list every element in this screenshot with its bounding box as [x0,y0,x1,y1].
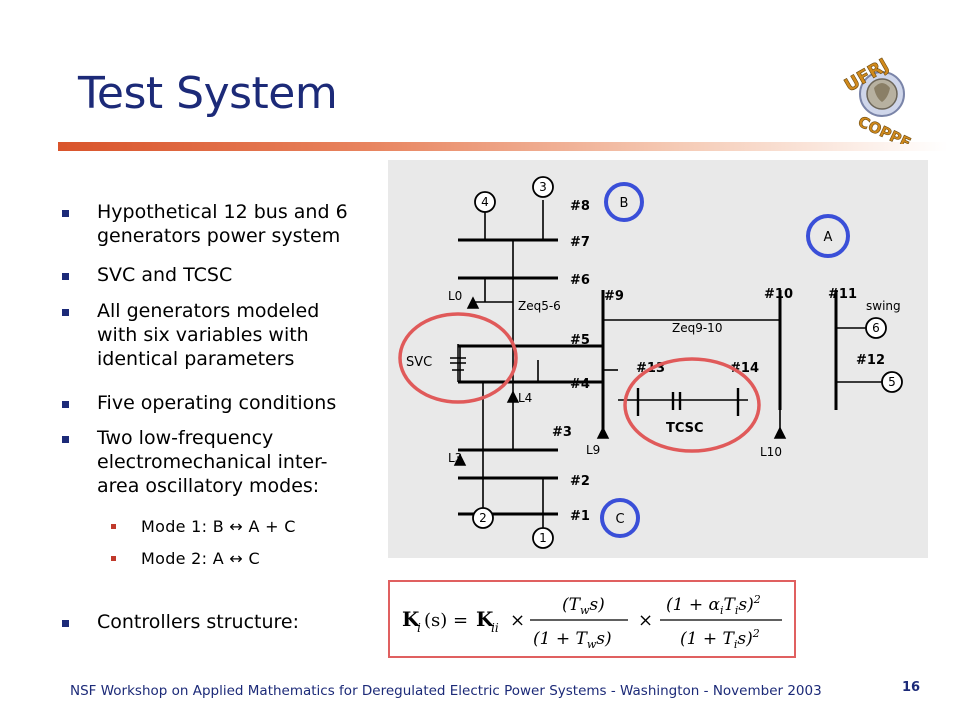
bus-label: #4 [570,377,590,392]
svg-text:(1 + Tis)2: (1 + Tis)2 [680,627,760,651]
branch-lines [459,200,884,528]
bullet-marker [62,401,69,408]
bus-label: #12 [856,353,885,368]
swing-label: swing [866,299,901,313]
bus-bars [458,238,838,516]
device-highlights [398,312,761,453]
bullet-text: SVC and TCSC [97,264,233,286]
generator-label: 1 [539,531,547,545]
device-labels: swing SVC TCSC Zeq5-6 Zeq9-10 L0 L3 L4 L… [406,289,901,465]
load-arrows [453,296,787,466]
area-circles [600,182,850,538]
bus-labels: #8 #7 #6 #9 #5 #4 #3 #2 #1 #10 #11 #12 #… [552,199,885,524]
sub-bullet-marker [111,524,116,529]
bullet-text: Two low-frequency electromechanical inte… [97,427,328,497]
tcsc-branch [636,388,740,416]
bus-label: #7 [570,235,590,250]
bus-label: #9 [604,289,624,304]
generator-label: 4 [481,195,489,209]
sub-bullet-marker [111,556,116,561]
bullet-text: All generators modeled with six variable… [97,300,320,370]
slide-title: Test System [78,68,338,119]
ufrj-coppe-logo: UFRJ COPPE [841,54,914,144]
bullet-text: Five operating conditions [97,392,337,414]
formula-lhs-sub: i [417,621,421,635]
bus-label: #10 [764,287,793,302]
tcsc-label: TCSC [666,421,704,436]
controller-formula: K i (s) = K ii × (Tws) (1 + Tws) × (1 + … [402,593,782,651]
generator-label: 6 [872,321,880,335]
generator-label: 3 [539,180,547,194]
formula-lhs: K [402,607,420,631]
area-label: B [620,196,629,211]
bullet-text: Hypothetical 12 bus and 6 generators pow… [97,201,348,247]
impedance-label: Zeq9-10 [672,321,722,335]
footer-text: NSF Workshop on Applied Mathematics for … [70,683,822,699]
bullet-marker [62,620,69,627]
svg-text:×: × [638,610,653,631]
bullet-marker [62,436,69,443]
svg-text:×: × [510,610,525,631]
bus-label: #6 [570,273,590,288]
sub-bullet-text: Mode 2: A ↔ C [141,549,260,568]
formula-gain: K [476,607,494,631]
bullet-marker [62,309,69,316]
bullet-text: Controllers structure: [97,611,300,633]
area-label: A [824,230,833,245]
bullet-marker [62,210,69,217]
load-label: L4 [518,391,532,405]
controller-formula-box: K i (s) = K ii × (Tws) (1 + Tws) × (1 + … [388,580,796,658]
power-system-diagram: 3 4 2 1 6 5 #8 #7 #6 #9 #5 #4 #3 #2 #1 #… [388,160,928,558]
load-label: L10 [760,445,782,459]
svg-text:(Tws): (Tws) [562,595,605,617]
generator-labels: 3 4 2 1 6 5 [479,180,896,545]
generators [472,176,903,549]
bus-label: #2 [570,474,590,489]
load-label: L0 [448,289,462,303]
svc-symbol [450,344,466,382]
bus-label: #3 [552,425,572,440]
formula-gain-sub: ii [491,621,499,635]
bullet-marker [62,273,69,280]
generator-label: 2 [479,511,487,525]
load-label: L9 [586,443,600,457]
svc-label: SVC [406,355,432,370]
logo-bottom-text: COPPE [855,112,913,144]
bus-label: #11 [828,287,857,302]
generator-label: 5 [888,375,896,389]
svg-text:(1 + Tws): (1 + Tws) [533,629,612,651]
bus-label: #8 [570,199,590,214]
formula-arg: (s) = [424,610,468,631]
area-labels: B A C [615,196,832,527]
title-underline [58,142,948,151]
bus-label: #1 [570,509,590,524]
page-number: 16 [902,680,921,695]
bus-label: #5 [570,333,590,348]
sub-bullet-text: Mode 1: B ↔ A + C [141,517,296,536]
impedance-label: Zeq5-6 [518,299,561,313]
svg-text:(1 + αiTis)2: (1 + αiTis)2 [666,593,761,617]
area-label: C [615,512,624,527]
load-label: L3 [448,451,462,465]
